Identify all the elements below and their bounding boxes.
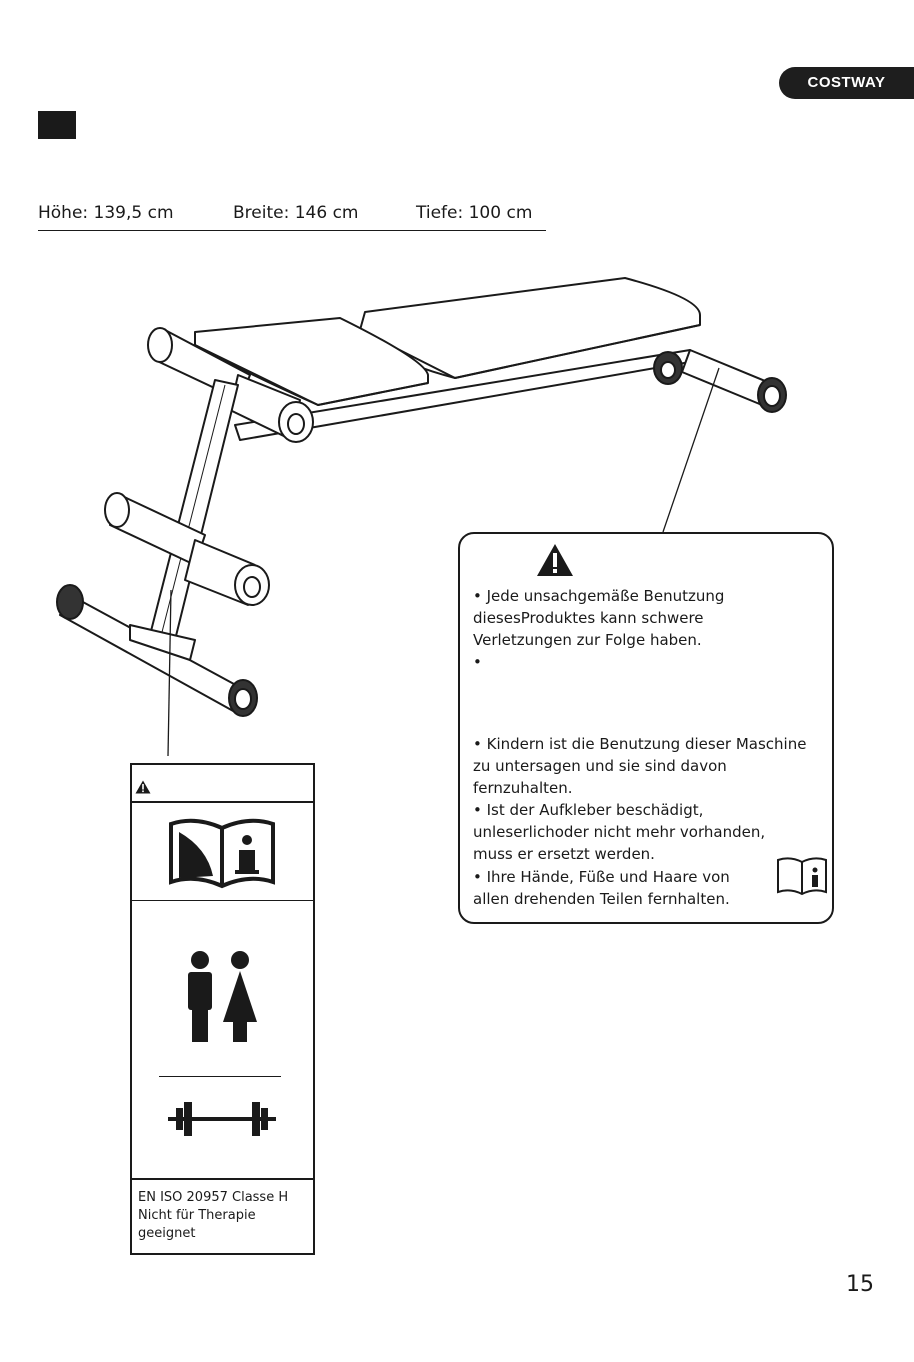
label-therapy-note: Nicht für Therapie [138,1208,256,1223]
read-manual-icon [777,857,827,896]
label-standard: EN ISO 20957 Classe H [138,1190,289,1205]
dimension-height: Höhe: 139,5 cm [38,203,174,223]
warning-line-11: • Ihre Hände, Füße und Haare von [473,868,730,886]
warning-triangle-icon [537,544,573,576]
warning-line-6: zu untersagen und sie sind davon [473,757,727,775]
brand-logo: COSTWAY [779,67,914,99]
warning-sticker [458,532,834,924]
product-label [130,763,315,1255]
male-female-users-icon [188,951,257,1042]
warning-triangle-icon [135,780,151,794]
warning-line-1: • Jede unsachgemäße Benutzung [473,587,725,605]
dimensions-underline [38,230,546,231]
dimension-width: Breite: 146 cm [233,203,359,223]
read-manual-icon [169,818,275,889]
warning-line-5: • Kindern ist die Benutzung dieser Masch… [473,735,807,753]
warning-line-10: muss er ersetzt werden. [473,845,655,863]
warning-line-7: fernzuhalten. [473,779,573,797]
label-divider [130,900,315,901]
page-number: 15 [846,1272,874,1297]
barbell-icon [168,1102,276,1136]
label-separator [159,1076,281,1077]
dimension-depth: Tiefe: 100 cm [416,203,533,223]
section-marker [38,111,76,139]
label-therapy-note-cont: geeignet [138,1226,196,1241]
label-divider [130,801,315,803]
warning-line-12: allen drehenden Teilen fernhalten. [473,890,730,908]
warning-line-8: • Ist der Aufkleber beschädigt, [473,801,704,819]
warning-line-3: Verletzungen zur Folge haben. [473,631,702,649]
warning-line-9: unleserlichoder nicht mehr vorhanden, [473,823,766,841]
label-divider [130,1178,315,1180]
warning-line-2: diesesProduktes kann schwere [473,609,704,627]
warning-line-4: • [473,653,482,671]
